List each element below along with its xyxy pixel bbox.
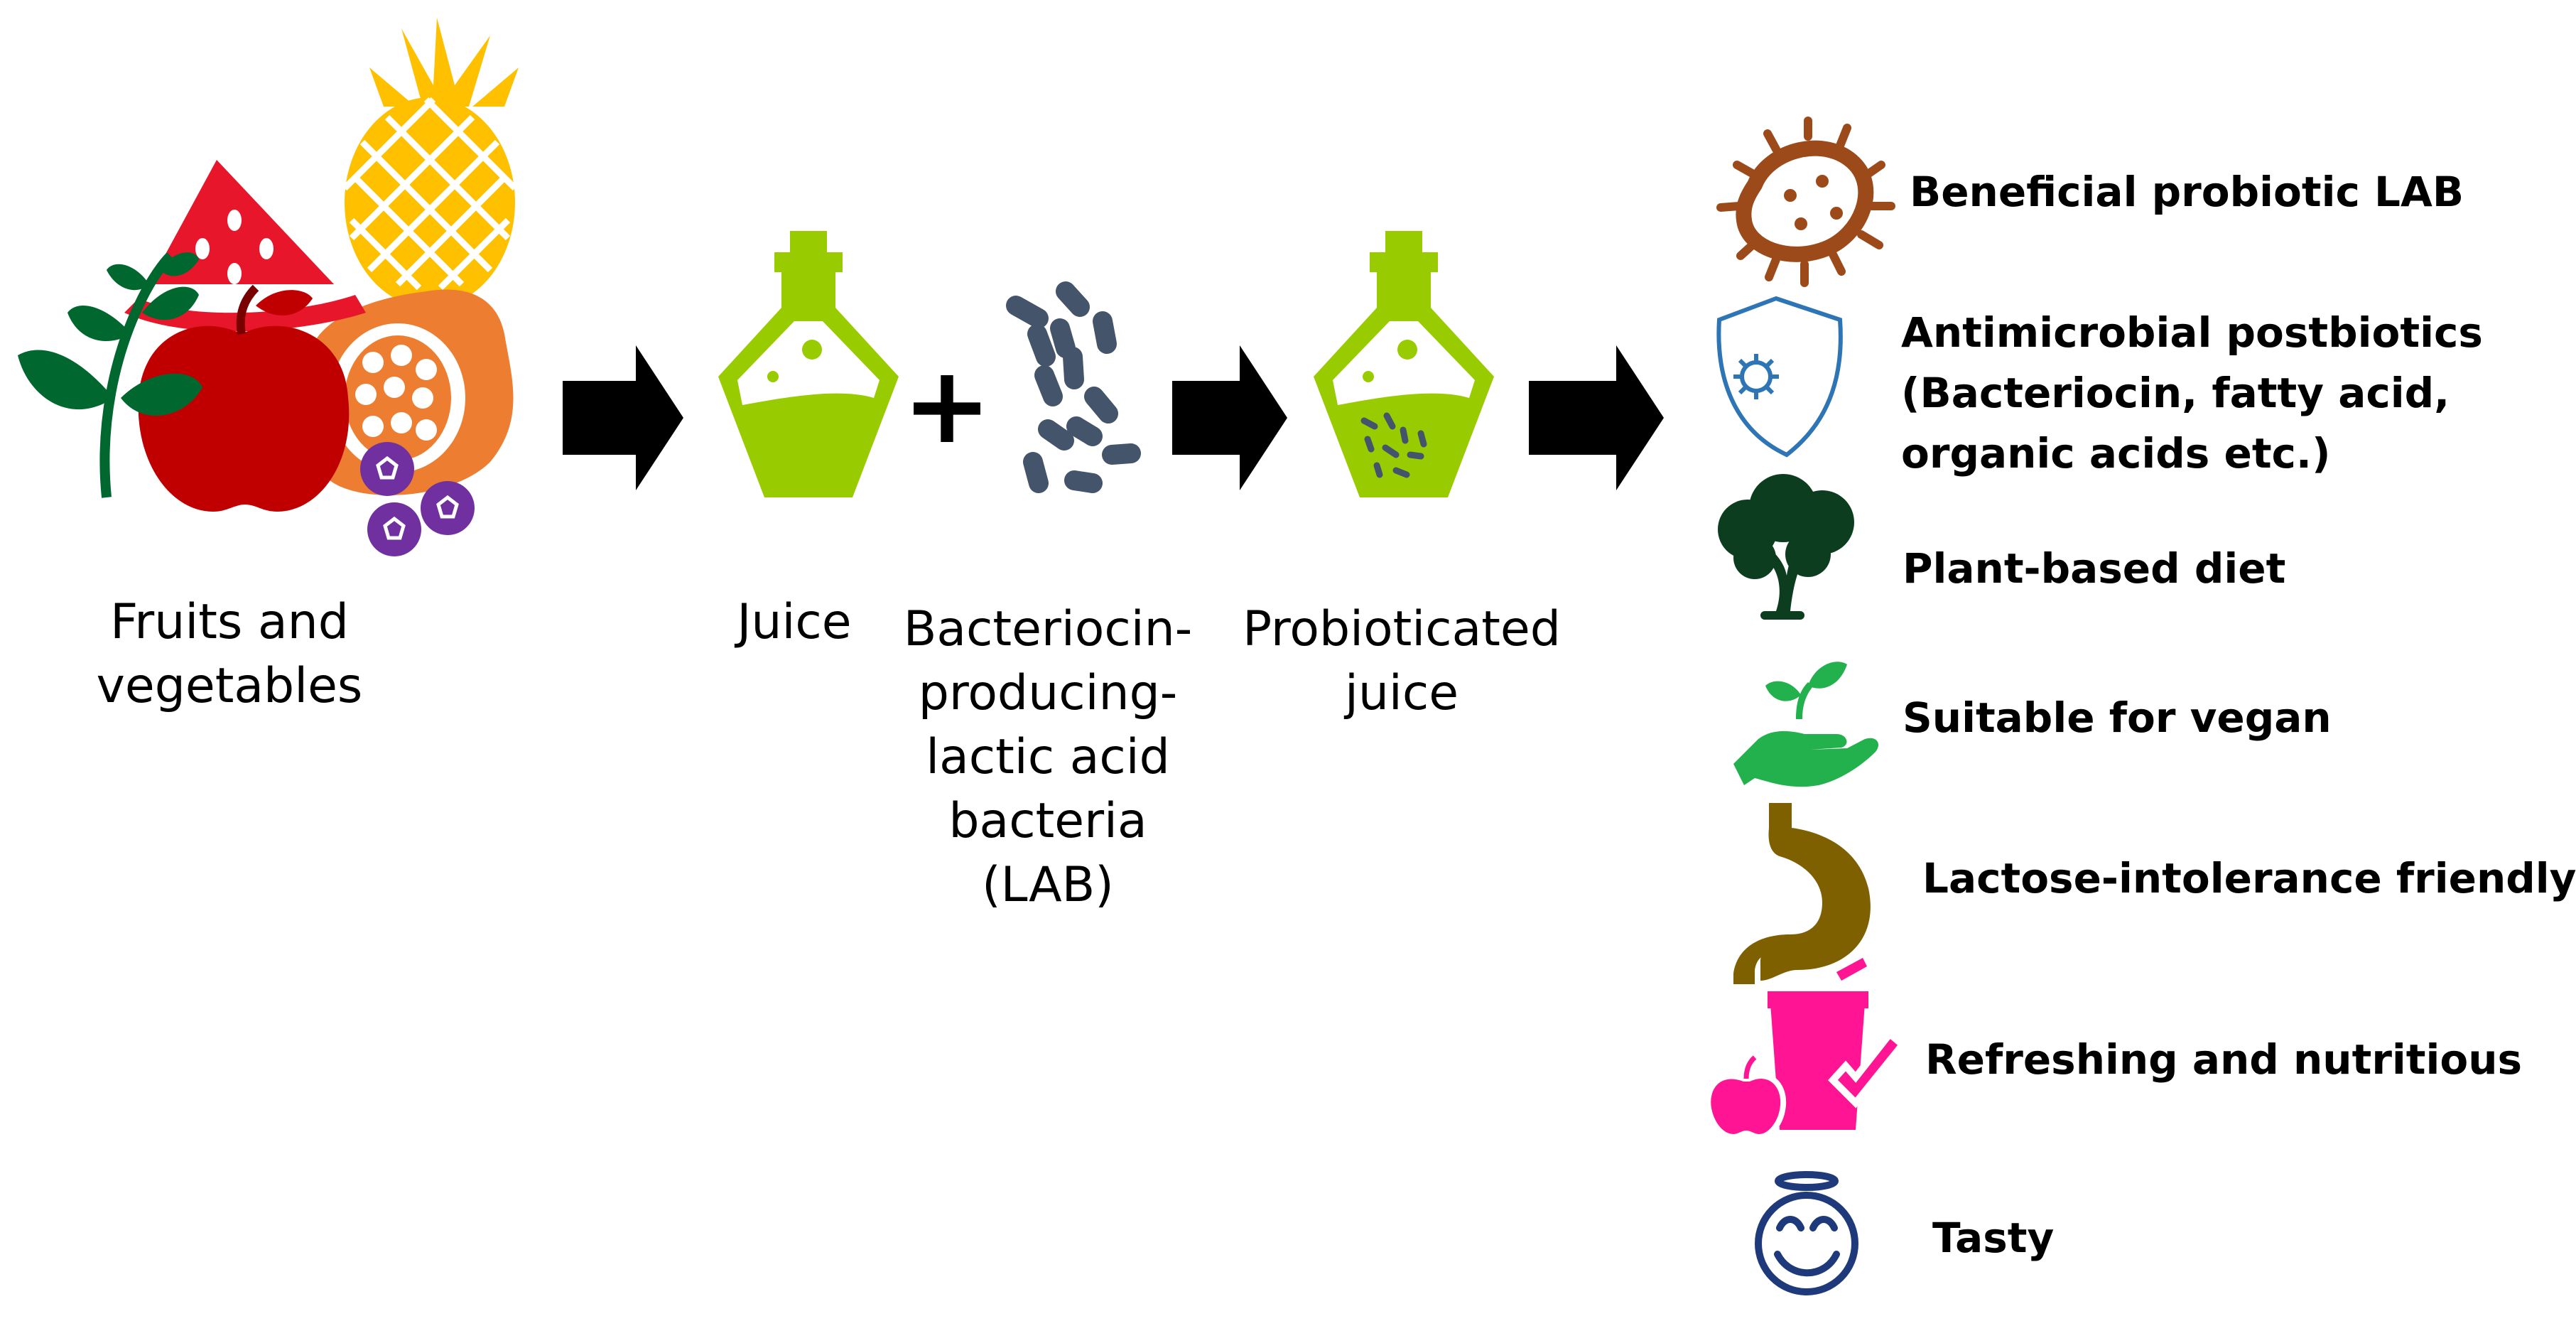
shield-virus-icon	[1716, 296, 1843, 458]
fruits-vegetables-icon	[18, 18, 519, 556]
benefit-lactose: Lactose-intolerance friendly	[1922, 854, 2576, 902]
benefit-tasty: Tasty	[1932, 1214, 2054, 1262]
probioticated-juice-icon	[1314, 231, 1494, 497]
benefit-postbiotics-line2: (Bacteriocin, fatty acid,	[1901, 369, 2450, 417]
juice-bottle-icon	[718, 231, 899, 497]
smiley-icon	[1755, 1171, 1858, 1295]
benefit-vegan: Suitable for vegan	[1903, 694, 2332, 742]
plus-icon: +	[902, 344, 992, 468]
fruits-label-line2: vegetables	[97, 658, 363, 714]
benefit-refreshing: Refreshing and nutritious	[1925, 1035, 2522, 1084]
benefit-probiotic: Beneficial probiotic LAB	[1910, 168, 2464, 216]
probio-label-line1: Probioticated	[1243, 601, 1561, 657]
bacterium-icon	[1716, 117, 1895, 287]
benefit-postbiotics-line3: organic acids etc.)	[1901, 429, 2330, 478]
arrow-icon-1	[563, 345, 683, 490]
benefit-postbiotics-line1: Antimicrobial postbiotics	[1901, 308, 2483, 357]
lab-label-line5: (LAB)	[982, 857, 1114, 913]
hand-sprout-icon	[1733, 662, 1879, 787]
lab-label-line3: lactic acid	[926, 729, 1170, 785]
lab-label-line2: producing-	[919, 665, 1178, 721]
stomach-icon	[1733, 803, 1871, 984]
arrow-icon-3	[1529, 345, 1664, 490]
benefit-plant: Plant-based diet	[1903, 544, 2285, 593]
tree-icon	[1718, 474, 1854, 620]
bacteria-icon	[1006, 281, 1141, 493]
probio-label-line2: juice	[1343, 665, 1459, 721]
refreshing-drink-icon	[1705, 958, 1907, 1141]
arrow-icon-2	[1172, 345, 1287, 490]
lab-label-line1: Bacteriocin-	[904, 601, 1193, 657]
lab-label-line4: bacteria	[948, 793, 1147, 849]
juice-label: Juice	[734, 594, 851, 650]
fruits-label-line1: Fruits and	[110, 594, 349, 650]
